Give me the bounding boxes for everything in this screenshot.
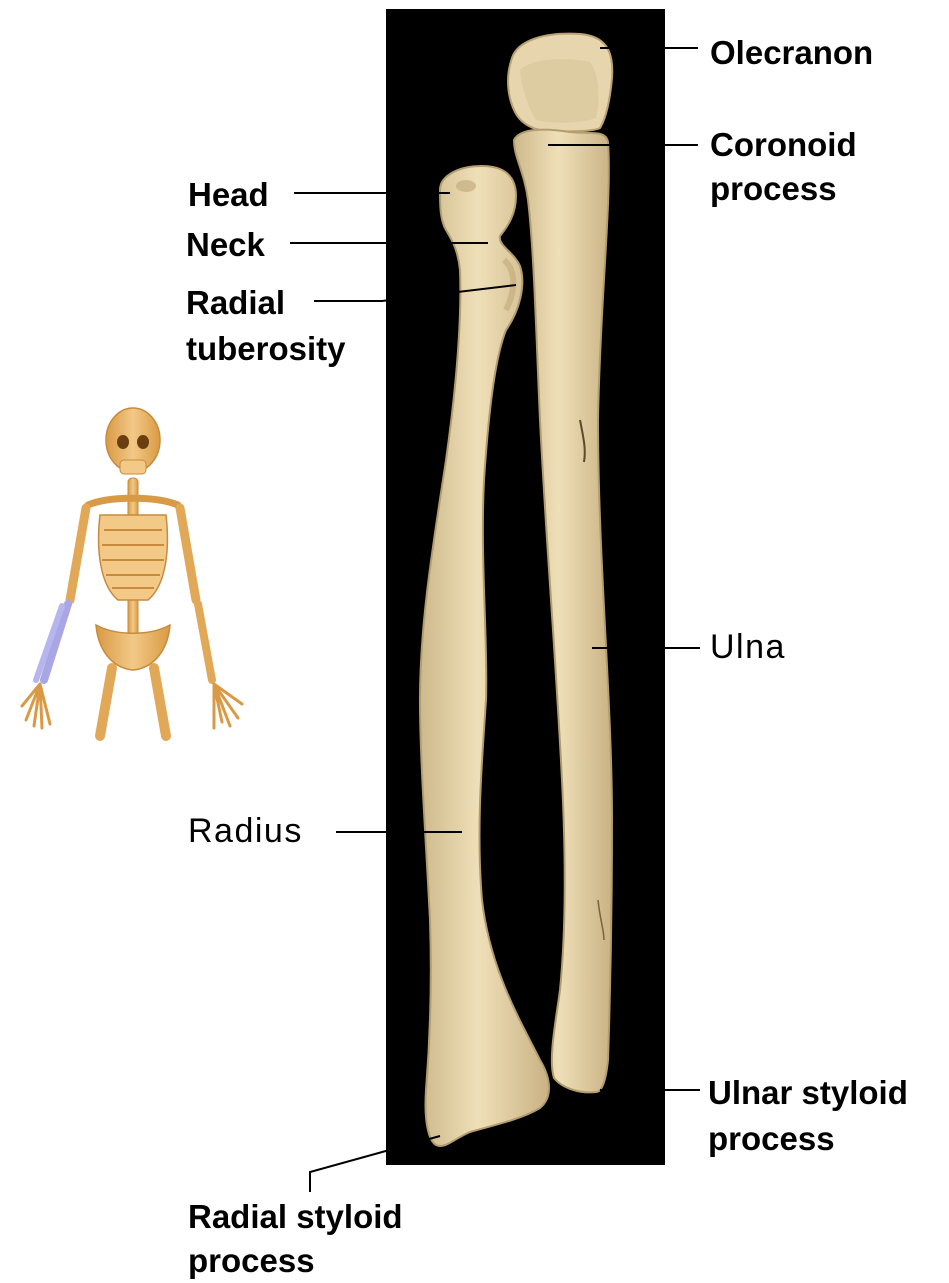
- label-ulnar-styloid-line2: process: [708, 1118, 835, 1159]
- label-olecranon: Olecranon: [710, 32, 873, 73]
- label-ulna: Ulna: [710, 626, 786, 669]
- label-radial-tuberosity-line2: tuberosity: [186, 328, 346, 369]
- label-radial-tuberosity-line1: Radial: [186, 282, 285, 323]
- label-head: Head: [188, 174, 269, 215]
- label-coronoid-line2: process: [710, 168, 837, 209]
- label-radial-styloid-line2: process: [188, 1240, 315, 1281]
- label-coronoid-line1: Coronoid: [710, 124, 857, 165]
- label-neck: Neck: [186, 224, 265, 265]
- label-ulnar-styloid-line1: Ulnar styloid: [708, 1072, 908, 1113]
- skeleton-overview: [22, 408, 242, 736]
- label-radius: Radius: [188, 810, 303, 853]
- label-radial-styloid-line1: Radial styloid: [188, 1196, 403, 1237]
